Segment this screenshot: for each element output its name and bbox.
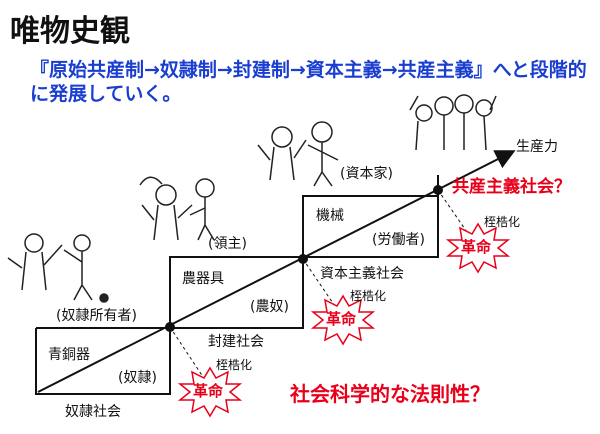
fetter-caption: 桎梏化 bbox=[216, 358, 253, 372]
revolution-label: 革命 bbox=[461, 238, 492, 256]
capitalist-figure-icon bbox=[257, 121, 339, 187]
capitalist-label: (資本家) bbox=[340, 166, 393, 182]
slave-owner-figure-icon bbox=[7, 233, 109, 303]
machine-label: 機械 bbox=[316, 208, 344, 224]
fetter-caption: 桎梏化 bbox=[484, 215, 521, 229]
revolution-burst-icon bbox=[310, 294, 376, 346]
staircase-lower-2 bbox=[170, 257, 304, 329]
worker-label: (労働者) bbox=[372, 232, 425, 248]
slave-society-label: 奴隷社会 bbox=[65, 404, 121, 420]
communist-society-label: 共産主義社会？ bbox=[452, 177, 571, 197]
farm-tool-label: 農器具 bbox=[182, 271, 224, 287]
revolution-burst-icon bbox=[445, 222, 511, 274]
lord-label: (領主) bbox=[208, 236, 247, 252]
revolution-label: 革命 bbox=[326, 310, 357, 328]
fetter-caption: 桎梏化 bbox=[350, 289, 387, 303]
scientific-law-question: 社会科学的な法則性？ bbox=[290, 382, 490, 406]
productive-forces-label: 生産力 bbox=[516, 139, 558, 155]
feudal-society-label: 封建社会 bbox=[208, 334, 264, 350]
page-title: 唯物史観 bbox=[10, 14, 130, 49]
revolution-burst-icon bbox=[177, 366, 243, 418]
revolution-label: 革命 bbox=[193, 382, 224, 400]
crowd-figure-icon bbox=[409, 94, 497, 151]
subtitle: 『原始共産制→奴隷制→封建制→資本主義→共産主義』へと段階的に発展していく。 bbox=[30, 59, 587, 105]
bronze-tool-label: 青銅器 bbox=[48, 347, 90, 363]
lord-figure-icon bbox=[139, 176, 215, 241]
productive-forces-arrow bbox=[37, 150, 516, 393]
slave-owner-label: (奴隷所有者) bbox=[56, 308, 137, 324]
dashed-connector bbox=[169, 326, 214, 393]
capitalist-society-label: 資本主義社会 bbox=[320, 266, 404, 282]
serf-label: (農奴) bbox=[250, 299, 289, 315]
slave-label: (奴隷) bbox=[118, 370, 157, 386]
staircase-lower-3 bbox=[303, 196, 439, 258]
